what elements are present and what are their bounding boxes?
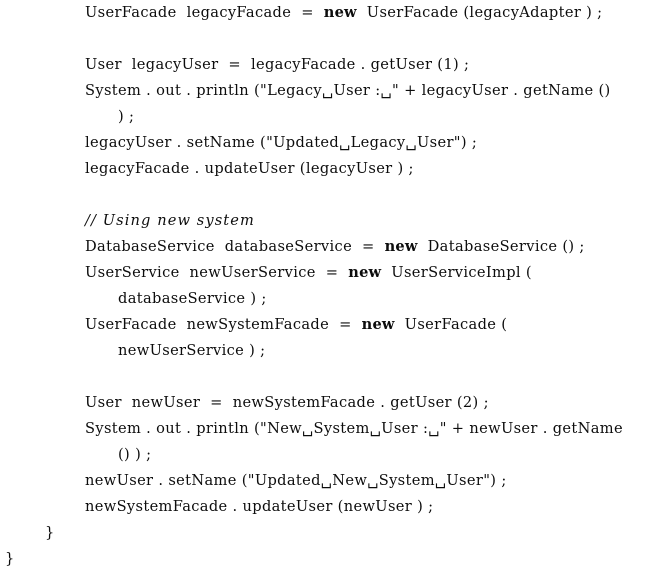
code-text: ) ;: [118, 108, 135, 125]
code-line: ) ;: [0, 104, 651, 130]
code-text: UserFacade (legacyAdapter ) ;: [356, 4, 603, 21]
code-text: DatabaseService databaseService =: [85, 238, 385, 255]
code-text: UserFacade newSystemFacade =: [85, 316, 362, 333]
code-line: System . out . println ("New␣System␣User…: [0, 416, 651, 442]
code-text: ) ;: [460, 134, 478, 151]
code-line: () ) ;: [0, 442, 651, 468]
code-string-literal: "New␣System␣User :␣": [260, 420, 447, 437]
code-text: UserFacade (: [394, 316, 508, 333]
code-blank-line: [0, 364, 651, 390]
code-keyword: new: [348, 264, 382, 281]
code-text: UserServiceImpl (: [381, 264, 532, 281]
code-text: ) ;: [490, 472, 507, 489]
code-string-literal: "Legacy␣User :␣": [260, 82, 400, 99]
code-blank-line: [0, 182, 651, 208]
code-line: databaseService ) ;: [0, 286, 651, 312]
code-line: legacyUser . setName ("Updated␣Legacy␣Us…: [0, 130, 651, 156]
code-line: }: [0, 520, 651, 546]
code-text: }: [5, 550, 15, 567]
code-text: UserService newUserService =: [85, 264, 349, 281]
code-comment: // Using new system: [85, 212, 255, 229]
code-text: User newUser = newSystemFacade . getUser…: [85, 394, 489, 411]
code-text: newUser . setName (: [85, 472, 248, 489]
code-line: UserFacade legacyFacade = new UserFacade…: [0, 0, 651, 26]
code-line: UserService newUserService = new UserSer…: [0, 260, 651, 286]
code-line: newUserService ) ;: [0, 338, 651, 364]
code-line: User newUser = newSystemFacade . getUser…: [0, 390, 651, 416]
code-line: newSystemFacade . updateUser (newUser ) …: [0, 494, 651, 520]
code-keyword: new: [323, 4, 357, 21]
code-line: System . out . println ("Legacy␣User :␣"…: [0, 78, 651, 104]
code-line: User legacyUser = legacyFacade . getUser…: [0, 52, 651, 78]
code-line: UserFacade newSystemFacade = new UserFac…: [0, 312, 651, 338]
code-text: + newUser . getName: [446, 420, 623, 437]
code-text: legacyFacade . updateUser (legacyUser ) …: [85, 160, 414, 177]
code-blank-line: [0, 26, 651, 52]
code-text: databaseService ) ;: [118, 290, 267, 307]
code-text: System . out . println (: [85, 420, 261, 437]
code-line: newUser . setName ("Updated␣New␣System␣U…: [0, 468, 651, 494]
code-text: DatabaseService () ;: [417, 238, 585, 255]
code-keyword: new: [384, 238, 418, 255]
code-string-literal: "Updated␣Legacy␣User": [266, 134, 461, 151]
code-text: }: [45, 524, 55, 541]
code-text: System . out . println (: [85, 82, 261, 99]
code-line: }: [0, 546, 651, 572]
code-text: + legacyUser . getName (): [399, 82, 611, 99]
code-line: DatabaseService databaseService = new Da…: [0, 234, 651, 260]
code-keyword: new: [361, 316, 395, 333]
code-text: () ) ;: [118, 446, 152, 463]
code-text: User legacyUser = legacyFacade . getUser…: [85, 56, 470, 73]
code-text: newUserService ) ;: [118, 342, 266, 359]
code-text: newSystemFacade . updateUser (newUser ) …: [85, 498, 434, 515]
code-line: // Using new system: [0, 208, 651, 234]
code-string-literal: "Updated␣New␣System␣User": [247, 472, 491, 489]
code-text: UserFacade legacyFacade =: [85, 4, 324, 21]
code-text: legacyUser . setName (: [85, 134, 267, 151]
code-line: legacyFacade . updateUser (legacyUser ) …: [0, 156, 651, 182]
